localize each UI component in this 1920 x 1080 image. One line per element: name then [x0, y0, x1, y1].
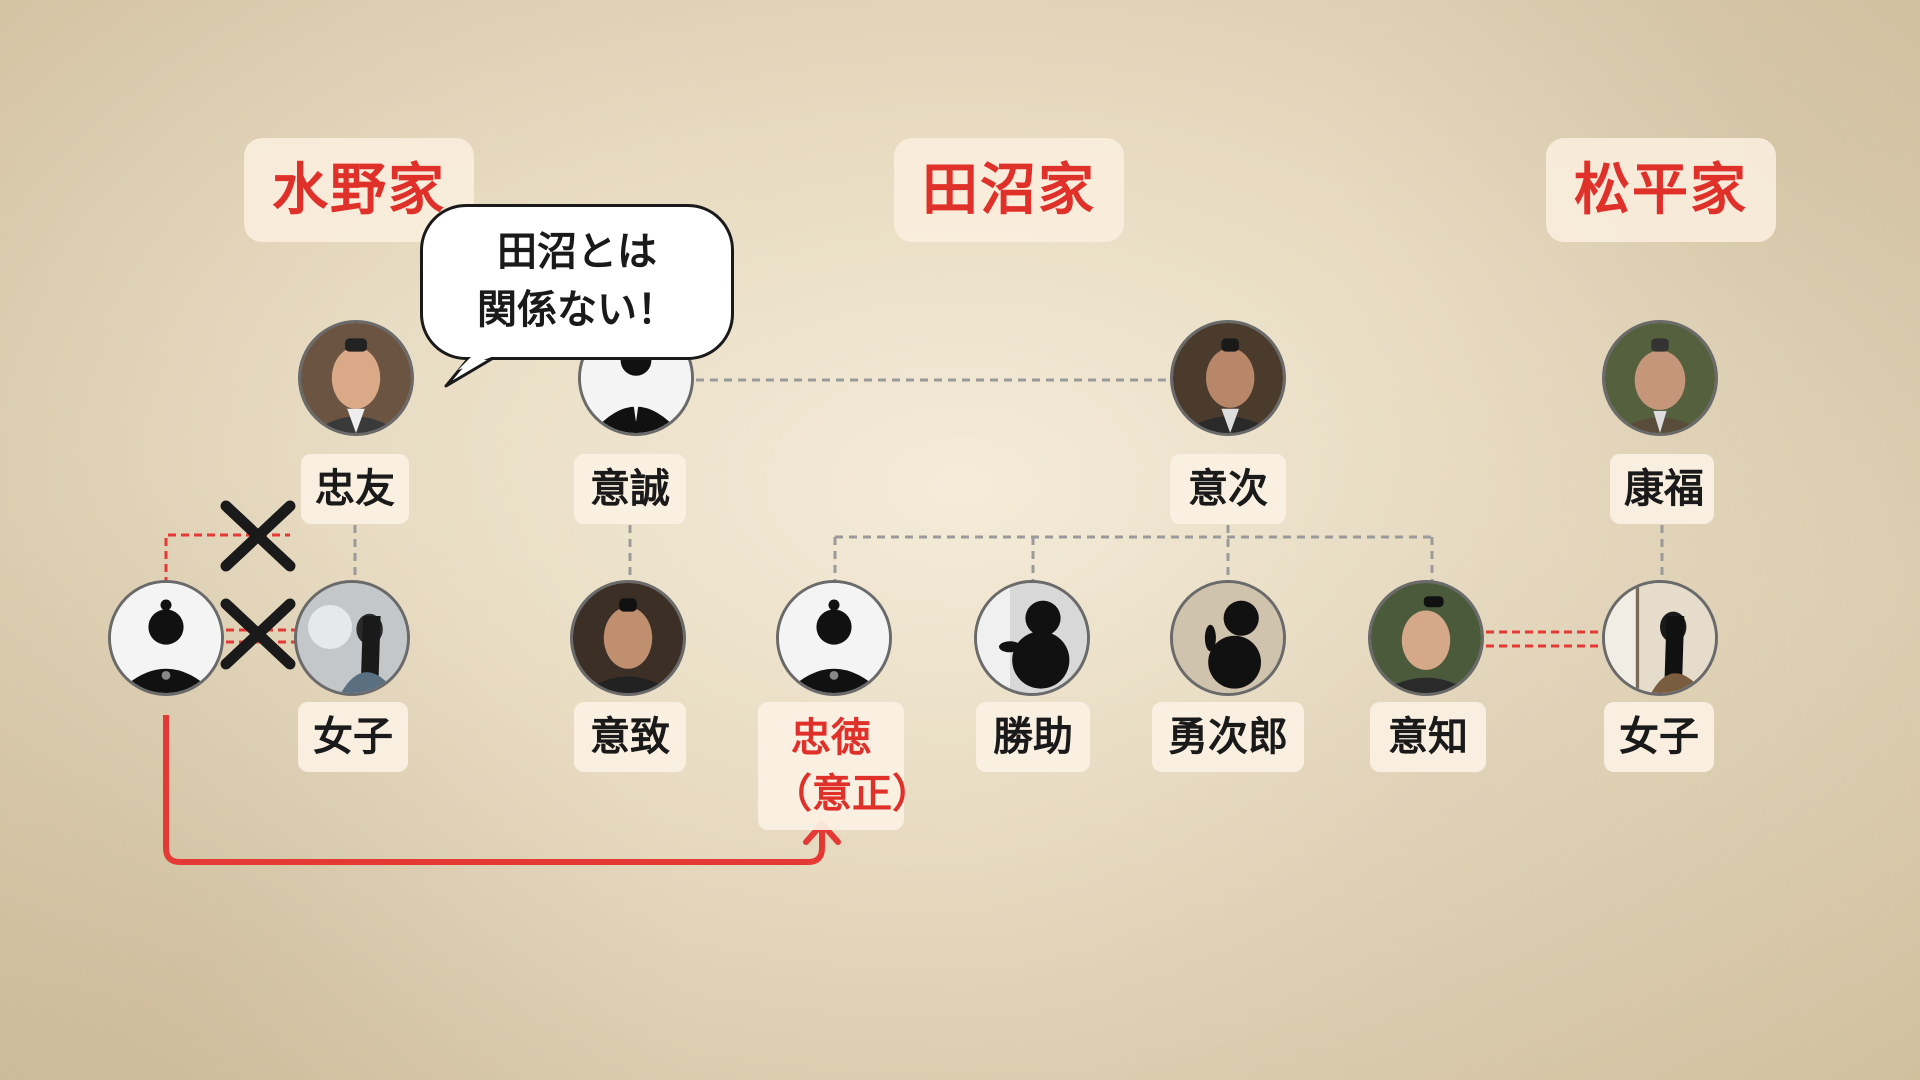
speech-line-2: 関係ない！ [477, 286, 677, 333]
name-label-tadanori: 忠徳 （意正） [758, 702, 932, 830]
name-label-okitomo: 意知 [1370, 702, 1486, 772]
avatar-yujiro [1170, 580, 1286, 696]
avatar-tadanori [776, 580, 892, 696]
avatar-okitsugu [1170, 320, 1286, 436]
x-cross-icon [220, 500, 296, 572]
name-label-okitsugu: 意次 [1170, 454, 1286, 524]
name-label-mizuno-daughter: 女子 [298, 702, 408, 772]
adoption-arrow [163, 715, 825, 865]
avatar-mizuno-daughter [294, 580, 410, 696]
name-tadanori: 忠徳 [791, 714, 871, 761]
avatar-okitomo [1368, 580, 1484, 696]
name-label-okinobu: 意誠 [574, 454, 686, 524]
avatar-tadatomo [298, 320, 414, 436]
avatar-yasuyoshi [1602, 320, 1718, 436]
name-label-okimune: 意致 [574, 702, 686, 772]
family-title-matsudaira: 松平家 [1546, 138, 1776, 242]
name-label-katsusuke: 勝助 [976, 702, 1090, 772]
marriage-line-mizuno-1 [164, 533, 290, 585]
name-label-yujiro: 勇次郎 [1152, 702, 1304, 772]
speech-line-1: 田沼とは [497, 228, 657, 275]
name-label-yasuyoshi: 康福 [1610, 454, 1714, 524]
name-label-matsudaira-daughter: 女子 [1604, 702, 1714, 772]
name-label-tadatomo: 忠友 [301, 454, 409, 524]
name-tadanori-alt: （意正） [772, 770, 932, 817]
avatar-mizuno-adoptee [108, 580, 224, 696]
speech-bubble: 田沼とは 関係ない！ [420, 204, 734, 360]
avatar-matsudaira-daughter [1602, 580, 1718, 696]
avatar-okimune [570, 580, 686, 696]
x-cross-icon [220, 598, 296, 670]
avatar-katsusuke [974, 580, 1090, 696]
family-title-tanuma: 田沼家 [894, 138, 1124, 242]
